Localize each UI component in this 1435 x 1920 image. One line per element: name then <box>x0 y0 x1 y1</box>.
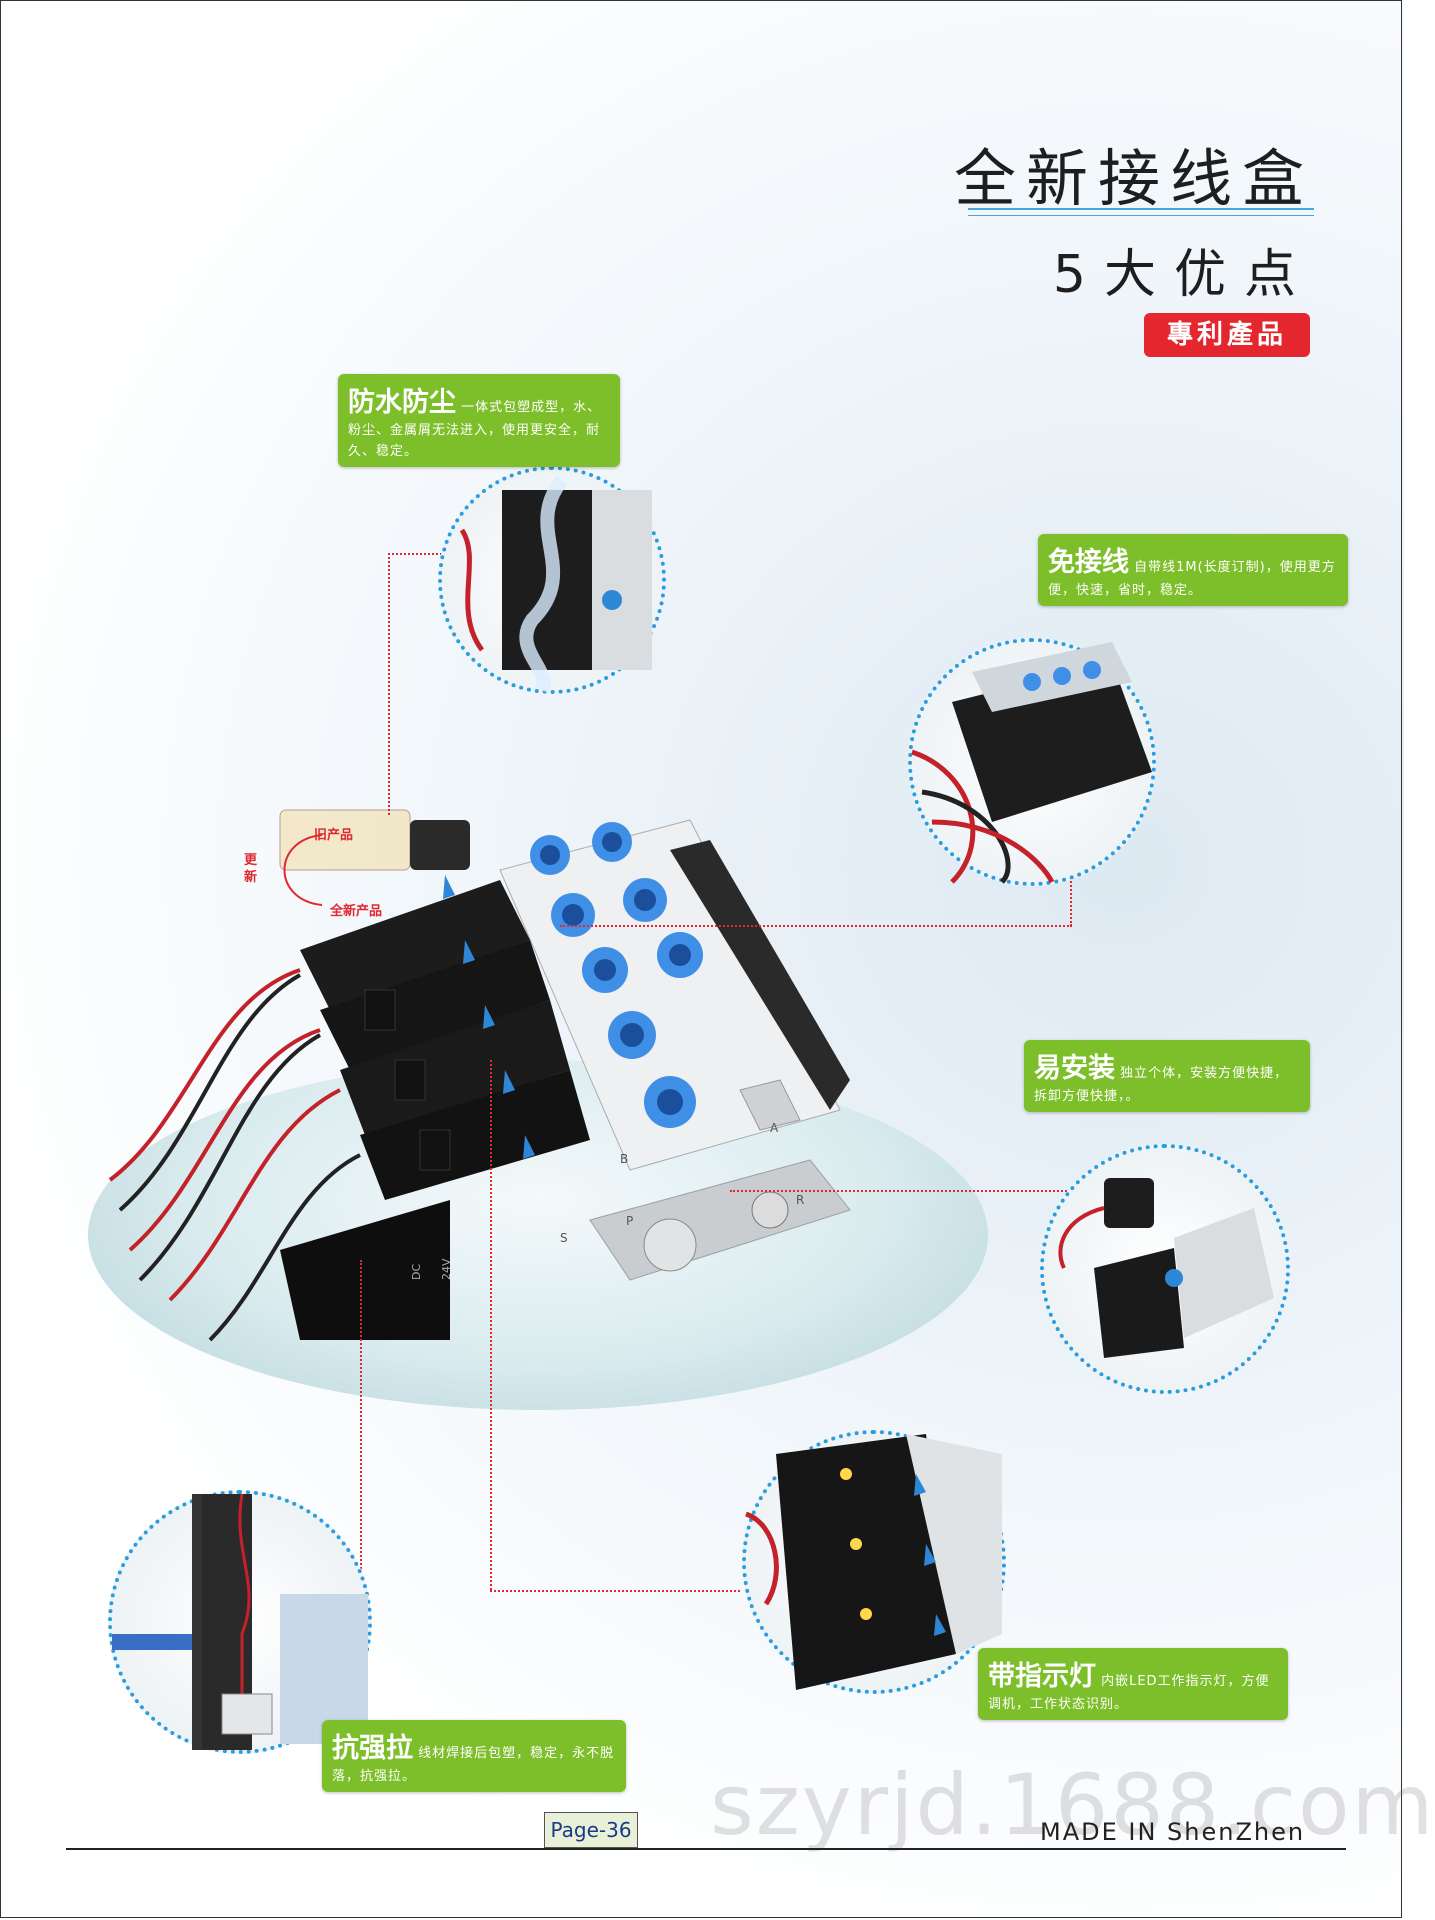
callout-body: 线材焊接后包塑，稳定，永不脱落，抗强拉。 <box>332 1746 615 1784</box>
callout-heading: 易安装 <box>1034 1053 1115 1084</box>
port-label-a: A <box>770 1121 779 1135</box>
page-number: Page-36 <box>544 1812 638 1848</box>
callout-easy-install: 易安装 独立个体，安装方便快捷，拆卸方便快捷，。 <box>1024 1040 1310 1112</box>
easy-install-detail-image <box>1040 1144 1290 1394</box>
leader-line <box>1070 862 1072 926</box>
no-wiring-detail-image <box>908 638 1156 886</box>
callout-body: 独立个体，安装方便快捷，拆卸方便快捷，。 <box>1034 1066 1289 1104</box>
install-illustration <box>1058 1178 1274 1358</box>
update-arrow <box>283 834 323 906</box>
callout-heading: 防水防尘 <box>348 387 456 418</box>
leader-line <box>490 1590 740 1592</box>
pull-test-illustration <box>112 1493 368 1750</box>
old-product-note: 旧产品 <box>314 828 354 843</box>
callout-indicator: 带指示灯 内嵌LED工作指示灯，方便调机，工作状态识别。 <box>978 1648 1288 1720</box>
footer-rule <box>66 1848 1346 1850</box>
cable-group <box>108 968 361 1342</box>
page-frame <box>0 0 1402 1918</box>
leader-line <box>730 1190 1070 1192</box>
page-title: 全新接线盒 <box>953 142 1314 215</box>
callout-body: 自带线1M(长度订制)，使用更方便，快速，省时，稳定。 <box>1048 560 1336 598</box>
coil-label-dc: DC <box>410 1264 423 1280</box>
callout-heading: 带指示灯 <box>988 1661 1096 1692</box>
callout-body: 内嵌LED工作指示灯，方便调机，工作状态识别。 <box>988 1674 1270 1712</box>
pull-test-detail-image <box>108 1490 372 1754</box>
new-product-note: 全新产品 <box>330 904 383 919</box>
waterproof-detail-image <box>438 466 666 694</box>
leader-line <box>360 1260 362 1700</box>
watermark: szyrjd.1688.com <box>710 1756 1435 1854</box>
callout-heading: 免接线 <box>1048 547 1129 578</box>
callout-pull-resist: 抗强拉 线材焊接后包塑，稳定，永不脱落，抗强拉。 <box>322 1720 626 1792</box>
wiring-illustration <box>911 642 1152 884</box>
leader-line <box>388 553 446 815</box>
callout-waterproof: 防水防尘 一体式包塑成型，水、粉尘、金属屑无法进入，使用更安全，耐久、稳定。 <box>338 374 620 467</box>
page-subtitle: 5大优点 <box>1052 245 1314 305</box>
indicator-illustration <box>745 1434 1002 1690</box>
solenoid-coil-group <box>280 875 590 1340</box>
indicator-detail-image <box>742 1430 1006 1694</box>
port-label-s: S <box>560 1231 568 1245</box>
callout-no-wiring: 免接线 自带线1M(长度订制)，使用更方便，快速，省时，稳定。 <box>1038 534 1348 606</box>
port-label-b: B <box>620 1152 628 1166</box>
made-in-label: MADE IN ShenZhen <box>1040 1818 1306 1846</box>
callout-body: 一体式包塑成型，水、粉尘、金属屑无法进入，使用更安全，耐久、稳定。 <box>348 400 602 459</box>
update-note: 更新 <box>244 853 258 885</box>
patent-badge: 專利產品 <box>1144 313 1310 357</box>
title-rule <box>968 215 1314 216</box>
leader-line <box>560 925 1072 927</box>
waterproof-illustration <box>459 475 652 694</box>
port-label-p: P <box>626 1214 633 1228</box>
port-label-r: R <box>796 1193 804 1207</box>
callout-heading: 抗强拉 <box>332 1733 413 1764</box>
title-rule <box>968 208 1314 210</box>
coil-label-voltage: 24V <box>440 1258 453 1280</box>
valve-manifold-image: B A S P R DC 24V <box>108 809 851 1342</box>
leader-line <box>490 1060 492 1590</box>
